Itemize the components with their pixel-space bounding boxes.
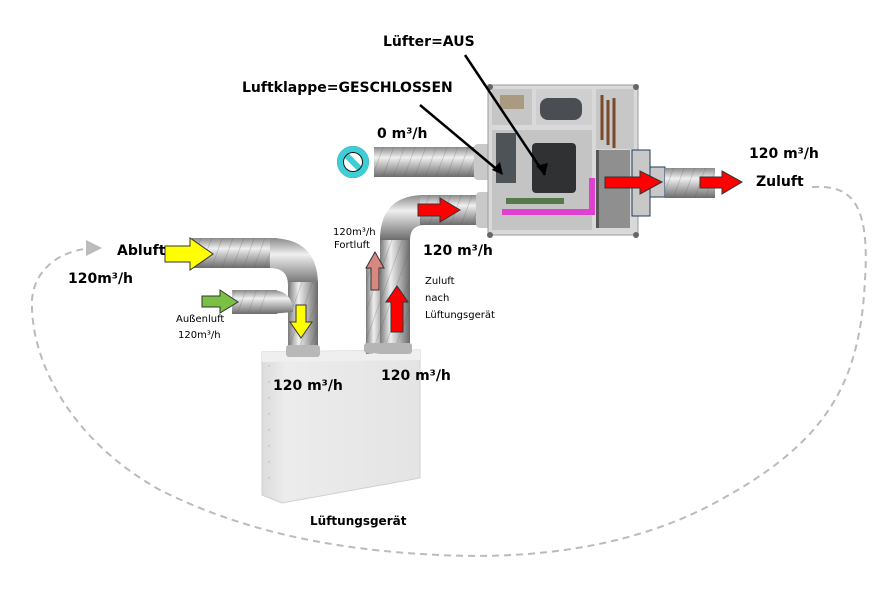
exhaust-arrow [365,250,385,291]
exhaust-flow: 120m³/h [333,227,376,238]
unit-right-flow: 120 m³/h [381,368,451,384]
supply-out-label: Zuluft [756,174,804,190]
heat-pump-device [487,84,639,238]
fan-housing [532,143,576,193]
outdoor-arrow [201,289,239,314]
extract-arrow [164,237,214,271]
fan-status-label: Lüfter=AUS [383,34,475,50]
supply-after-line-2: nach [425,293,450,304]
damper-pointer-line [419,104,501,173]
ventilation-unit-label: Lüftungsgerät [310,514,407,528]
supply-out-flow: 120 m³/h [749,146,819,162]
supply-into-device-arrow [417,197,461,223]
prohibited-icon [337,146,369,178]
outdoor-flow: 120m³/h [178,330,221,341]
supply-out-arrow [699,170,744,195]
air-circulation-loop [30,185,867,557]
extract-label: Abluft [117,243,166,259]
extract-flow: 120m³/h [68,271,134,287]
closed-duct-flow: 0 m³/h [377,126,428,142]
unit-left-flow: 120 m³/h [273,378,343,394]
supply-outlet [631,149,715,217]
supply-up-arrow [385,285,409,333]
heat-pipe [502,178,595,215]
fan-pointer-line [463,54,547,176]
extract-down-arrow [289,304,313,339]
supply-after-unit-label: Zuluft nach Lüftungsgerät [425,273,495,324]
outdoor-duct [232,290,293,314]
supply-through-device-arrow [604,170,664,195]
exhaust-label: Fortluft [334,240,370,251]
damper-status-label: Luftklappe=GESCHLOSSEN [242,80,453,96]
supply-after-line-1: Zuluft [425,276,455,287]
unit-inlet-flow: 120 m³/h [423,243,493,259]
supply-after-line-3: Lüftungsgerät [425,310,495,321]
outdoor-label: Außenluft [176,314,225,325]
